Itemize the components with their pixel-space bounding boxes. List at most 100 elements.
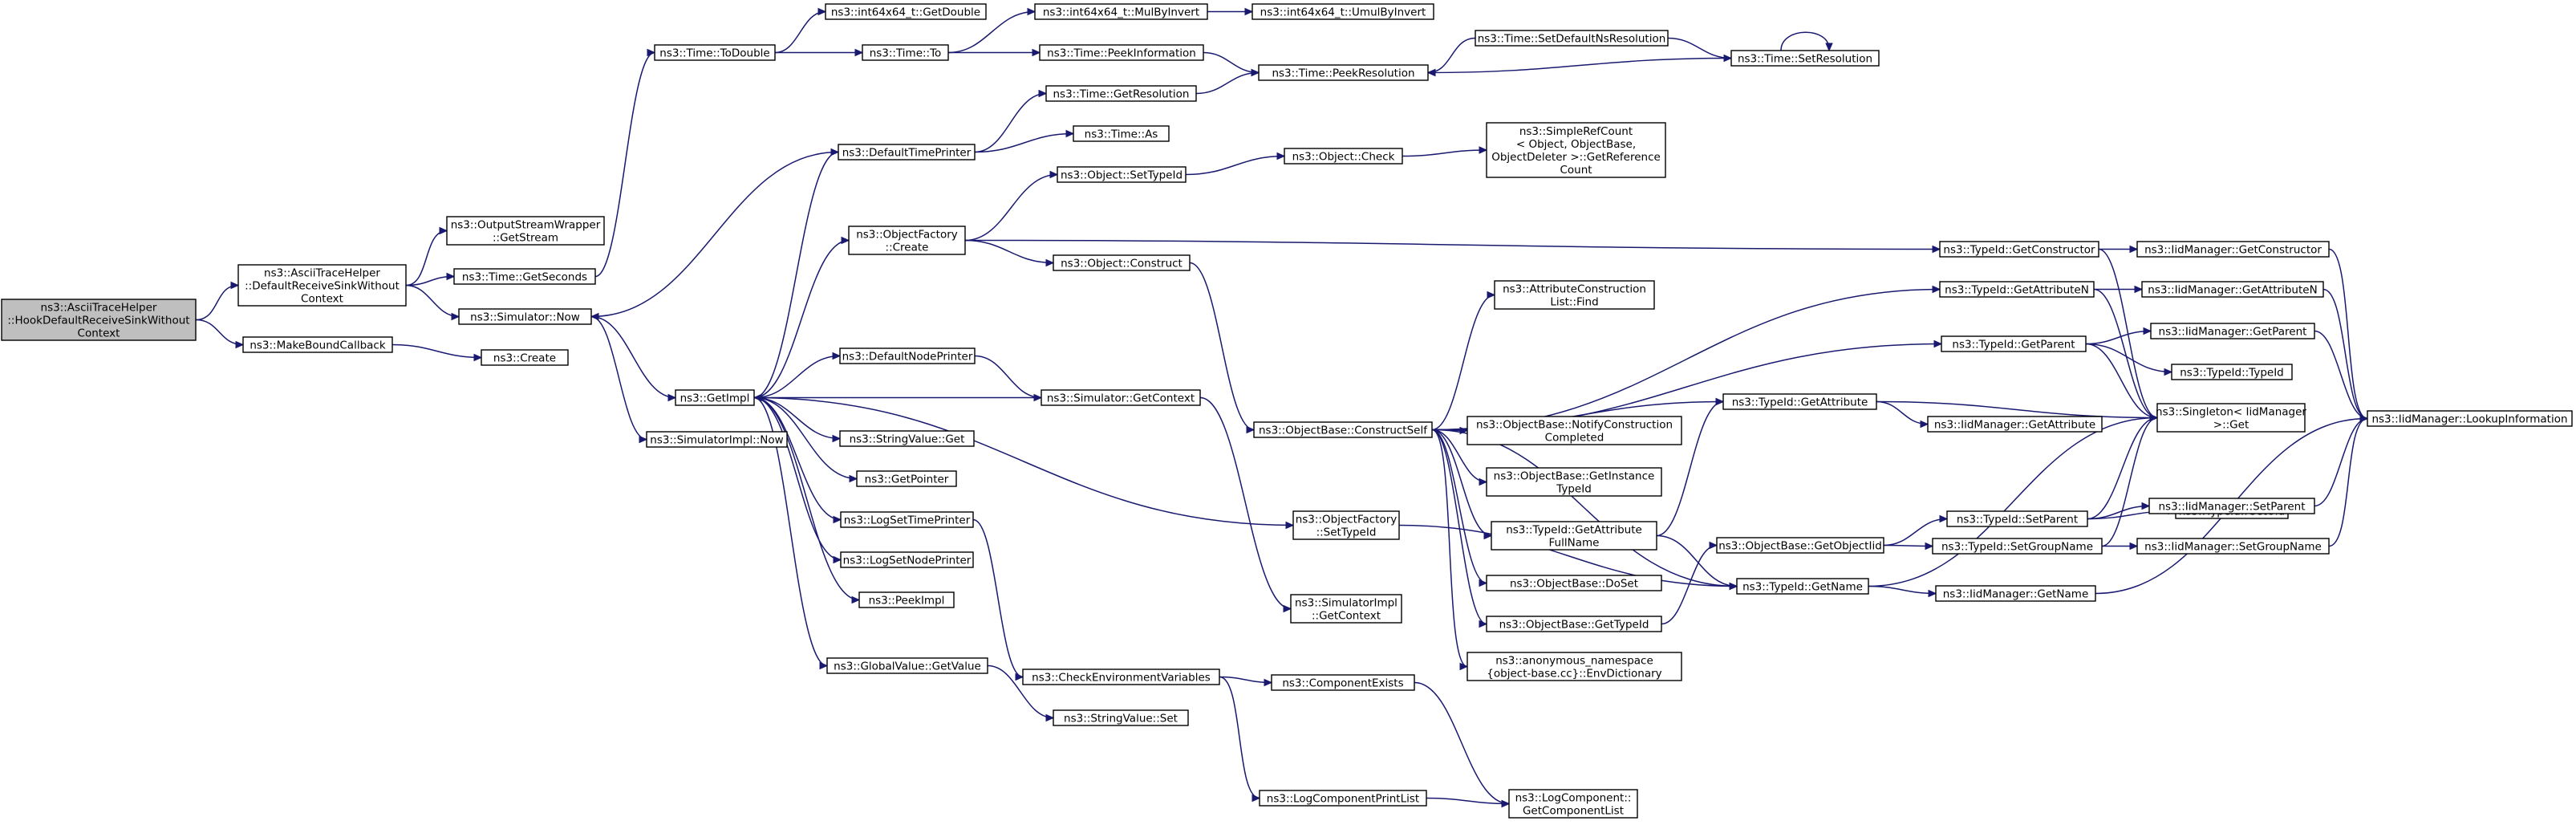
node-umbi[interactable]: ns3::int64x64_t::UmulByInvert — [1251, 3, 1434, 20]
node-tgan[interactable]: ns3::TypeId::GetAttributeN — [1939, 281, 2095, 298]
node-cev[interactable]: ns3::CheckEnvironmentVariables — [1022, 668, 1220, 685]
edge-arrowhead — [1015, 673, 1024, 681]
node-sigc[interactable]: ns3::SimulatorImpl::GetContext — [1290, 594, 1402, 624]
node-single[interactable]: ns3::Singleton< IidManager>::Get — [2156, 403, 2306, 433]
node-dnp[interactable]: ns3::DefaultNodePrinter — [839, 347, 976, 364]
node-ssv[interactable]: ns3::StringValue::Set — [1053, 709, 1189, 726]
edge-line — [1189, 262, 1255, 431]
node-label: ns3::DefaultNodePrinter — [842, 351, 973, 364]
node-drswc[interactable]: ns3::AsciiTraceHelper::DefaultReceiveSin… — [237, 264, 407, 307]
edge-line — [1195, 71, 1260, 95]
edge-arrowhead — [753, 393, 762, 402]
node-imga[interactable]: ns3::IidManager::GetAttribute — [1927, 416, 2103, 433]
node-ttd[interactable]: ns3::Time::ToDouble — [654, 44, 776, 61]
node-ocons[interactable]: ns3::Object::Construct — [1053, 254, 1191, 271]
edge-arrowhead — [2129, 542, 2139, 551]
node-lstp[interactable]: ns3::LogSetTimePrinter — [840, 511, 974, 528]
node-tsp[interactable]: ns3::TypeId::SetParent — [1946, 510, 2088, 527]
node-tgp[interactable]: ns3::TypeId::GetParent — [1941, 335, 2087, 352]
node-ochk[interactable]: ns3::Object::Check — [1284, 148, 1403, 165]
node-gvgv[interactable]: ns3::GlobalValue::GetValue — [826, 657, 988, 674]
edge-line — [1667, 37, 1732, 59]
node-imgp[interactable]: ns3::IidManager::GetParent — [2150, 323, 2315, 339]
node-box — [1284, 148, 1403, 165]
node-tgs[interactable]: ns3::Time::GetSeconds — [453, 268, 596, 285]
edge-line — [753, 151, 839, 399]
node-box — [2367, 410, 2573, 427]
node-i64gd[interactable]: ns3::int64x64_t::GetDouble — [825, 3, 987, 20]
node-label: ns3::IidManager::SetParent — [2159, 501, 2306, 514]
node-tpr[interactable]: ns3::Time::PeekResolution — [1258, 64, 1429, 81]
node-sgc[interactable]: ns3::Simulator::GetContext — [1041, 389, 1201, 406]
node-obcs[interactable]: ns3::ObjectBase::ConstructSelf — [1253, 421, 1433, 438]
edge-arrowhead — [446, 272, 456, 281]
edge-arrowhead — [1244, 7, 1254, 16]
node-label: ::DefaultReceiveSinkWithout — [245, 280, 400, 293]
node-imgan[interactable]: ns3::IidManager::GetAttributeN — [2141, 281, 2324, 298]
edge-drswc-snow — [405, 284, 460, 321]
node-dtp[interactable]: ns3::DefaultTimePrinter — [838, 144, 976, 161]
node-root[interactable]: ns3::AsciiTraceHelper::HookDefaultReceiv… — [1, 299, 197, 341]
node-obnc[interactable]: ns3::ObjectBase::NotifyConstructionCompl… — [1466, 416, 1682, 445]
node-ofsti[interactable]: ns3::ObjectFactory::SetTypeId — [1292, 510, 1400, 540]
node-lcgcl[interactable]: ns3::LogComponent::GetComponentList — [1508, 789, 1638, 819]
node-tga[interactable]: ns3::TypeId::GetAttribute — [1722, 393, 1877, 410]
node-lcpl[interactable]: ns3::LogComponentPrintList — [1259, 790, 1427, 807]
node-imsp[interactable]: ns3::IidManager::SetParent — [2148, 498, 2315, 514]
node-sinow[interactable]: ns3::SimulatorImpl::Now — [646, 431, 788, 448]
node-lsnp[interactable]: ns3::LogSetNodePrinter — [840, 551, 974, 568]
node-obgt[interactable]: ns3::ObjectBase::GetTypeId — [1486, 616, 1662, 632]
node-obgoi[interactable]: ns3::ObjectBase::GetObjectIid — [1716, 537, 1884, 554]
node-imli[interactable]: ns3::IidManager::LookupInformation — [2367, 410, 2573, 427]
node-snow[interactable]: ns3::Simulator::Now — [458, 308, 592, 325]
node-label: List::Find — [1550, 296, 1598, 309]
node-anon[interactable]: ns3::anonymous_namespace{object-base.cc}… — [1466, 652, 1682, 681]
edge-obcs-obgit — [1431, 429, 1488, 486]
node-osw[interactable]: ns3::OutputStreamWrapper::GetStream — [446, 216, 605, 246]
node-box — [840, 511, 974, 528]
node-src[interactable]: ns3::SimpleRefCount< Object, ObjectBase,… — [1486, 122, 1666, 178]
node-tgr[interactable]: ns3::Time::GetResolution — [1045, 85, 1197, 102]
node-tas[interactable]: ns3::Time::As — [1073, 125, 1170, 142]
edge-line — [2087, 417, 2158, 520]
node-tti[interactable]: ns3::TypeId::TypeId — [2171, 364, 2293, 380]
node-tgn[interactable]: ns3::TypeId::GetName — [1736, 578, 1869, 595]
node-tsdnr[interactable]: ns3::Time::SetDefaultNsResolution — [1475, 30, 1669, 47]
edge-line — [590, 315, 676, 399]
edge-line — [2085, 330, 2152, 345]
node-getimpl[interactable]: ns3::GetImpl — [675, 389, 755, 406]
edge-line — [1426, 797, 1510, 805]
edge-line — [974, 132, 1074, 153]
node-ofc[interactable]: ns3::ObjectFactory::Create — [848, 226, 966, 255]
node-tpi[interactable]: ns3::Time::PeekInformation — [1039, 44, 1204, 61]
edge-line — [753, 396, 842, 561]
node-gp[interactable]: ns3::GetPointer — [856, 470, 957, 487]
node-label: ns3::LogComponentPrintList — [1267, 793, 1419, 806]
node-create[interactable]: ns3::Create — [481, 349, 569, 366]
node-ce[interactable]: ns3::ComponentExists — [1271, 674, 1415, 691]
node-osti[interactable]: ns3::Object::SetTypeId — [1057, 166, 1187, 183]
edge-arrowhead — [2129, 245, 2139, 254]
node-peek[interactable]: ns3::PeekImpl — [858, 591, 955, 608]
edge-line — [2087, 505, 2150, 520]
node-imsgn[interactable]: ns3::IidManager::SetGroupName — [2136, 538, 2330, 555]
node-svg[interactable]: ns3::StringValue::Get — [839, 430, 975, 447]
node-tsgn[interactable]: ns3::TypeId::SetGroupName — [1932, 538, 2103, 555]
node-label: ns3::Simulator::GetContext — [1047, 392, 1195, 405]
node-imgc[interactable]: ns3::IidManager::GetConstructor — [2136, 241, 2330, 258]
node-label: ns3::Time::SetDefaultNsResolution — [1478, 33, 1666, 46]
node-tgc[interactable]: ns3::TypeId::GetConstructor — [1939, 241, 2099, 258]
node-mbi[interactable]: ns3::int64x64_t::MulByInvert — [1034, 3, 1208, 20]
node-obds[interactable]: ns3::ObjectBase::DoSet — [1486, 575, 1662, 591]
edge-line — [195, 319, 244, 346]
node-tto[interactable]: ns3::Time::To — [862, 44, 949, 61]
edge-osti-ochk — [1185, 152, 1286, 176]
node-imgn[interactable]: ns3::IidManager::GetName — [1935, 585, 2096, 602]
node-tsr[interactable]: ns3::Time::SetResolution — [1730, 50, 1880, 67]
node-box — [825, 3, 987, 20]
node-box — [848, 226, 966, 255]
node-mbc[interactable]: ns3::MakeBoundCallback — [242, 336, 393, 353]
